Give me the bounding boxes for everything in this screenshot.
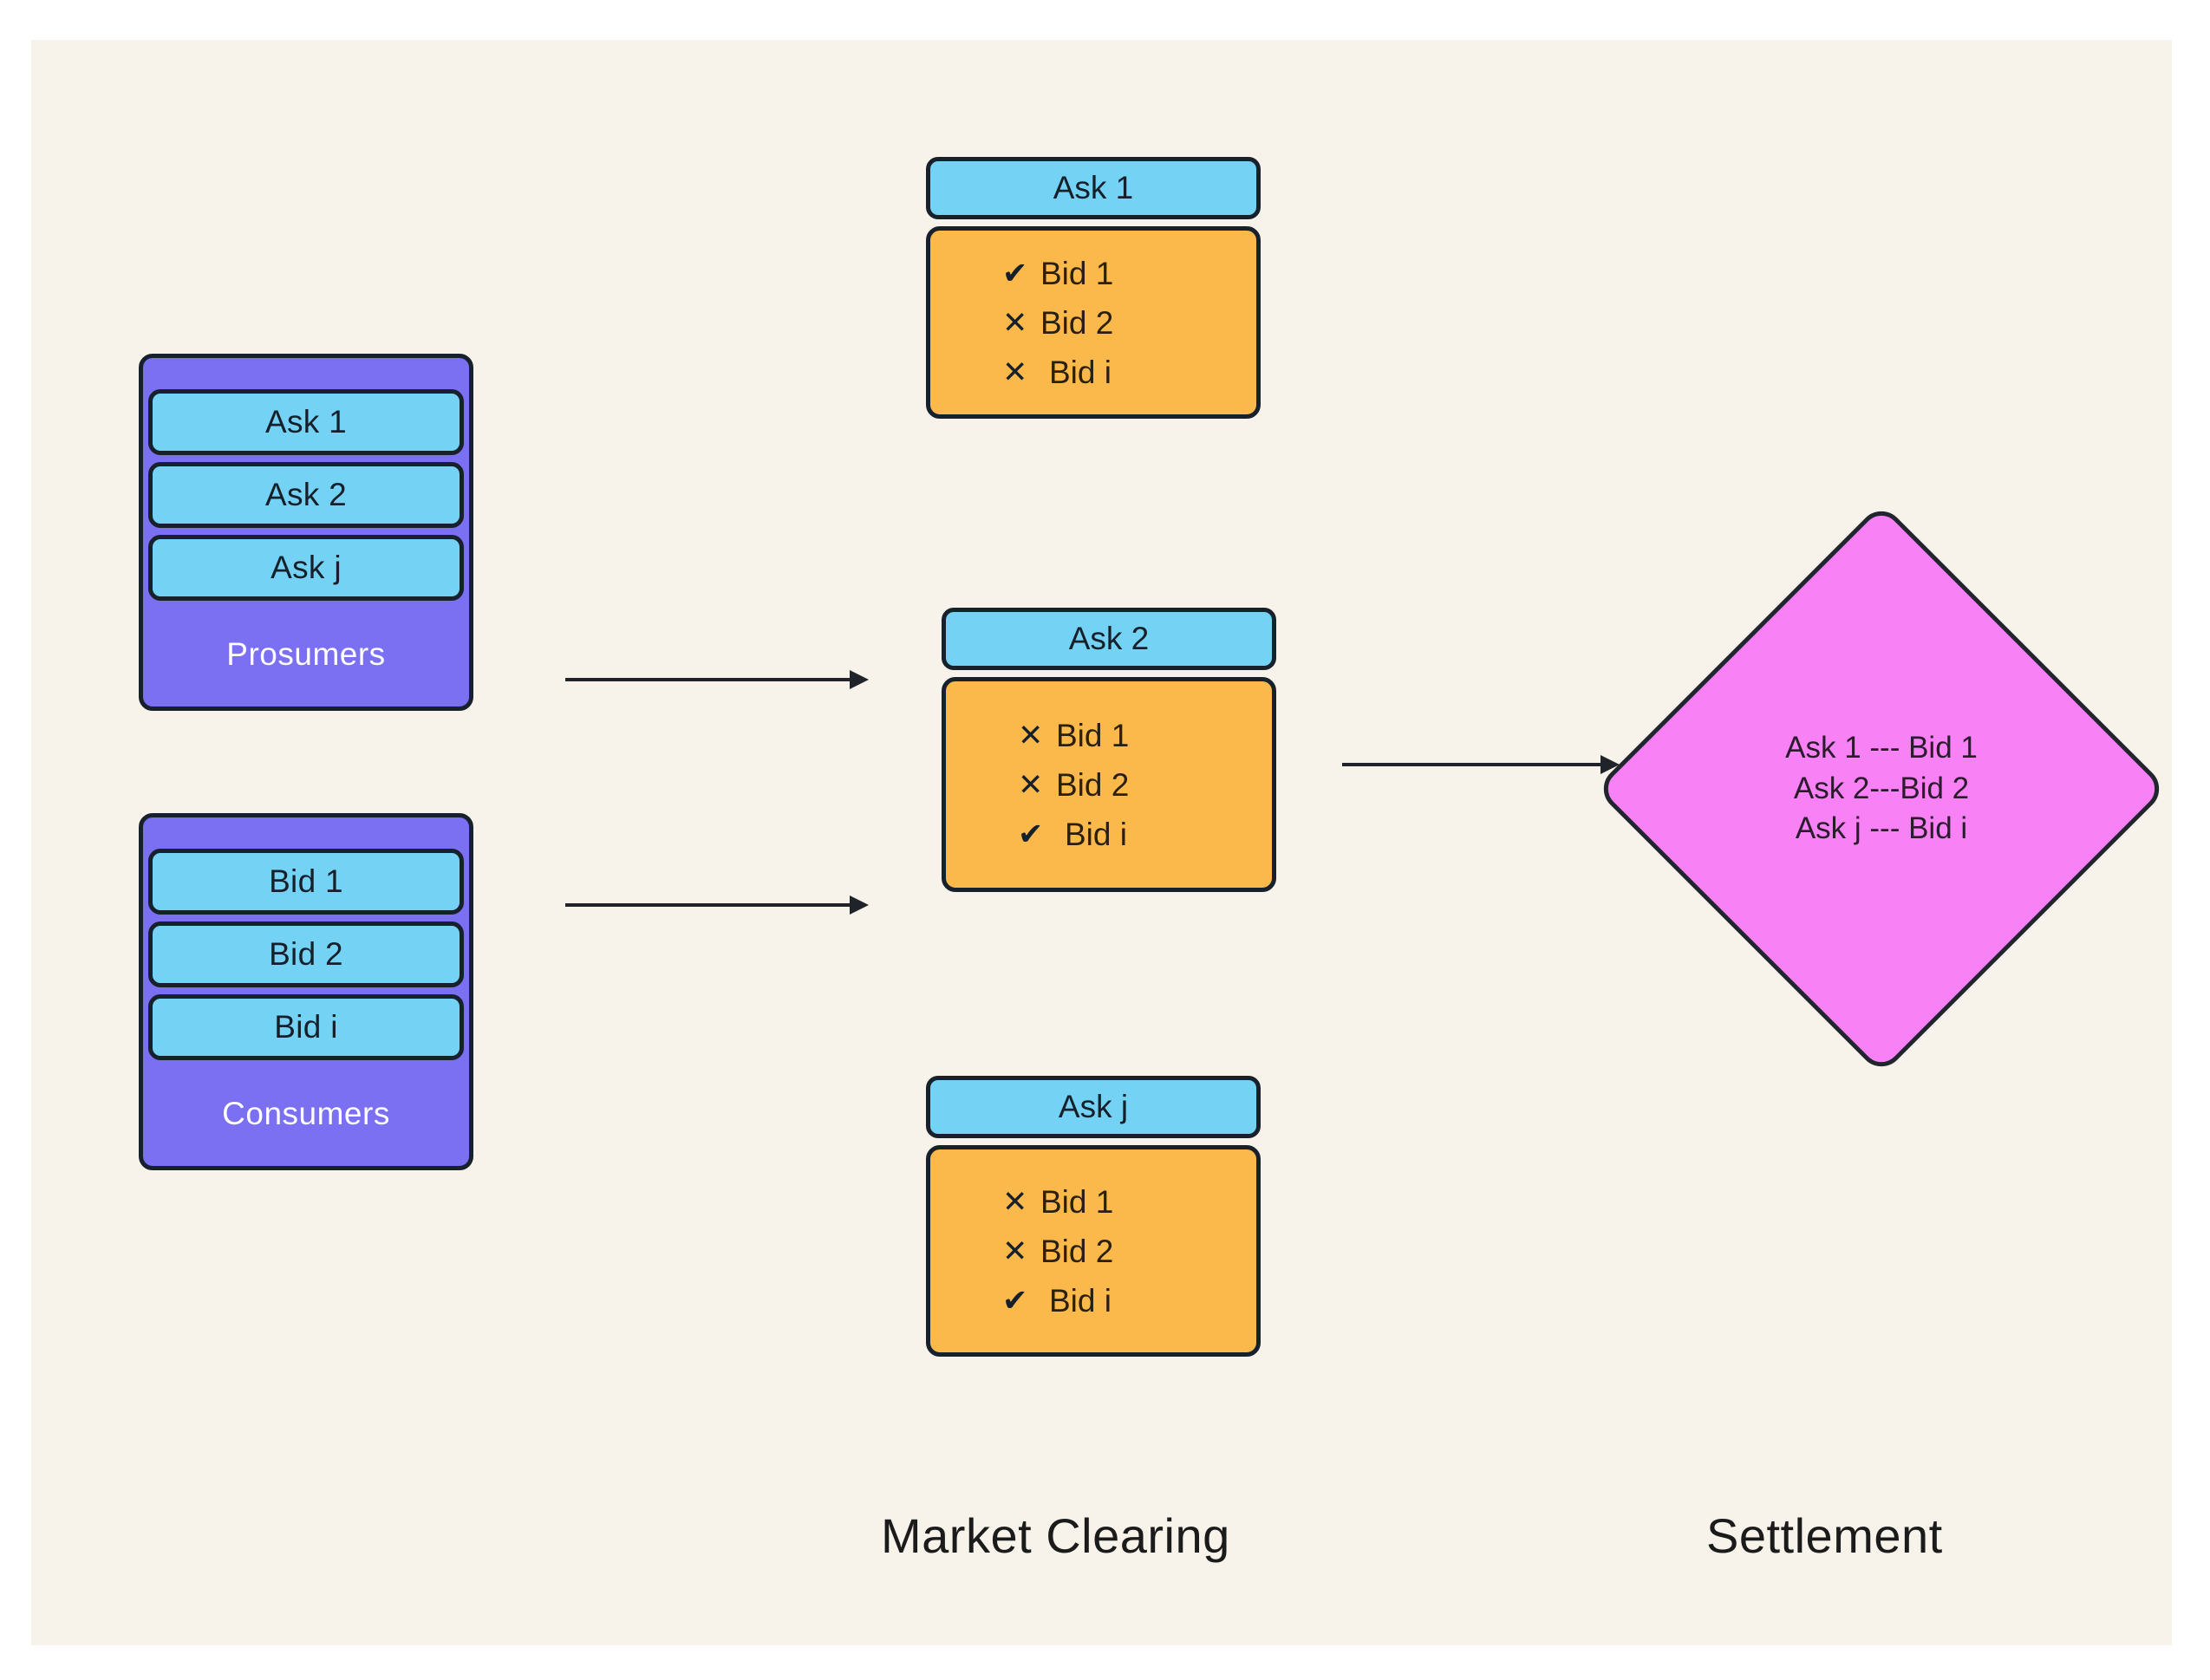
bid-label: Bid i bbox=[1049, 1282, 1112, 1319]
settlement-match-3: Ask j --- Bid i bbox=[1795, 811, 1968, 846]
card-ask-header-2: Ask 2 bbox=[942, 608, 1276, 670]
arrow-prosumers-to-market bbox=[565, 669, 869, 690]
cross-icon: ✕ bbox=[1002, 355, 1028, 389]
consumers-group-label: Consumers bbox=[222, 1096, 390, 1131]
card-bid-list-1: ✔ Bid 1 ✕ Bid 2 ✕ Bid i bbox=[926, 226, 1261, 419]
card-ask-label-2: Ask 2 bbox=[1068, 621, 1150, 656]
bid-label: Bid 2 bbox=[1040, 304, 1114, 341]
arrow-market-to-settlement bbox=[1342, 754, 1620, 775]
settlement-match-2: Ask 2---Bid 2 bbox=[1793, 771, 1970, 805]
arrow-shaft bbox=[565, 678, 851, 681]
arrow-consumers-to-market bbox=[565, 895, 869, 915]
card-ask-header-1: Ask 1 bbox=[926, 157, 1261, 219]
card-bid-list-2: ✕ Bid 1 ✕ Bid 2 ✔ Bid i bbox=[942, 677, 1276, 892]
market-clearing-card-ask-1: Ask 1 ✔ Bid 1 ✕ Bid 2 ✕ Bid i bbox=[926, 157, 1261, 419]
bid-row: ✔ Bid i bbox=[1018, 818, 1200, 850]
card-ask-header-3: Ask j bbox=[926, 1076, 1261, 1138]
bid-label: Bid i bbox=[1065, 816, 1127, 852]
bid-row: ✕ Bid i bbox=[1002, 356, 1184, 388]
settlement-match-1: Ask 1 --- Bid 1 bbox=[1785, 731, 1978, 765]
prosumers-ask-2: Ask 2 bbox=[148, 462, 464, 528]
prosumers-group-label: Prosumers bbox=[226, 636, 386, 672]
consumers-bid-1: Bid 1 bbox=[148, 849, 464, 915]
bid-row: ✔ Bid i bbox=[1002, 1285, 1184, 1317]
market-clearing-card-ask-2: Ask 2 ✕ Bid 1 ✕ Bid 2 ✔ Bid i bbox=[942, 608, 1276, 892]
caption-market-clearing: Market Clearing bbox=[881, 1508, 1230, 1563]
arrow-shaft bbox=[565, 903, 851, 907]
bid-label: Bid 1 bbox=[1040, 255, 1114, 291]
consumers-bid-i: Bid i bbox=[148, 994, 464, 1060]
caption-settlement: Settlement bbox=[1706, 1508, 1943, 1563]
consumers-bid-2: Bid 2 bbox=[148, 921, 464, 987]
check-icon: ✔ bbox=[1002, 1283, 1028, 1318]
arrow-head-icon bbox=[850, 670, 869, 689]
card-bid-list-3: ✕ Bid 1 ✕ Bid 2 ✔ Bid i bbox=[926, 1145, 1261, 1357]
check-icon: ✔ bbox=[1002, 256, 1028, 290]
prosumers-ask-1-label: Ask 1 bbox=[264, 404, 348, 440]
bid-row: ✕ Bid 2 bbox=[1002, 307, 1184, 339]
consumers-stack: Bid 1 Bid 2 Bid i Consumers bbox=[139, 813, 473, 1170]
consumers-bid-1-label: Bid 1 bbox=[269, 863, 343, 899]
cross-icon: ✕ bbox=[1018, 767, 1044, 802]
bid-label: Bid 1 bbox=[1056, 717, 1130, 753]
bid-label: Bid 1 bbox=[1040, 1183, 1114, 1220]
consumers-bid-2-label: Bid 2 bbox=[269, 936, 343, 972]
diagram-canvas: Ask 1 Ask 2 Ask j Prosumers Bid 1 Bid 2 … bbox=[31, 40, 2172, 1645]
card-ask-label-1: Ask 1 bbox=[1053, 170, 1134, 205]
bid-label: Bid 2 bbox=[1056, 766, 1130, 803]
bid-label: Bid 2 bbox=[1040, 1233, 1114, 1269]
prosumers-stack: Ask 1 Ask 2 Ask j Prosumers bbox=[139, 354, 473, 711]
arrow-shaft bbox=[1342, 763, 1602, 766]
prosumers-ask-j-label: Ask j bbox=[271, 550, 342, 585]
prosumers-ask-2-label: Ask 2 bbox=[264, 477, 348, 512]
card-ask-label-3: Ask j bbox=[1058, 1089, 1129, 1124]
bid-row: ✕ Bid 1 bbox=[1018, 720, 1200, 752]
cross-icon: ✕ bbox=[1002, 1234, 1028, 1268]
bid-row: ✕ Bid 2 bbox=[1018, 769, 1200, 801]
prosumers-ask-j: Ask j bbox=[148, 535, 464, 601]
settlement-diamond: Ask 1 --- Bid 1 Ask 2---Bid 2 Ask j --- … bbox=[1594, 502, 2168, 1076]
cross-icon: ✕ bbox=[1002, 1184, 1028, 1219]
arrow-head-icon bbox=[850, 895, 869, 915]
bid-row: ✔ Bid 1 bbox=[1002, 257, 1184, 290]
bid-row: ✕ Bid 1 bbox=[1002, 1186, 1184, 1218]
cross-icon: ✕ bbox=[1002, 305, 1028, 340]
bid-label: Bid i bbox=[1049, 354, 1112, 390]
bid-row: ✕ Bid 2 bbox=[1002, 1235, 1184, 1267]
market-clearing-card-ask-j: Ask j ✕ Bid 1 ✕ Bid 2 ✔ Bid i bbox=[926, 1076, 1261, 1357]
consumers-bid-i-label: Bid i bbox=[274, 1009, 338, 1045]
cross-icon: ✕ bbox=[1018, 718, 1044, 752]
settlement-match-list: Ask 1 --- Bid 1 Ask 2---Bid 2 Ask j --- … bbox=[1679, 586, 2084, 992]
check-icon: ✔ bbox=[1018, 817, 1044, 851]
prosumers-ask-1: Ask 1 bbox=[148, 389, 464, 455]
